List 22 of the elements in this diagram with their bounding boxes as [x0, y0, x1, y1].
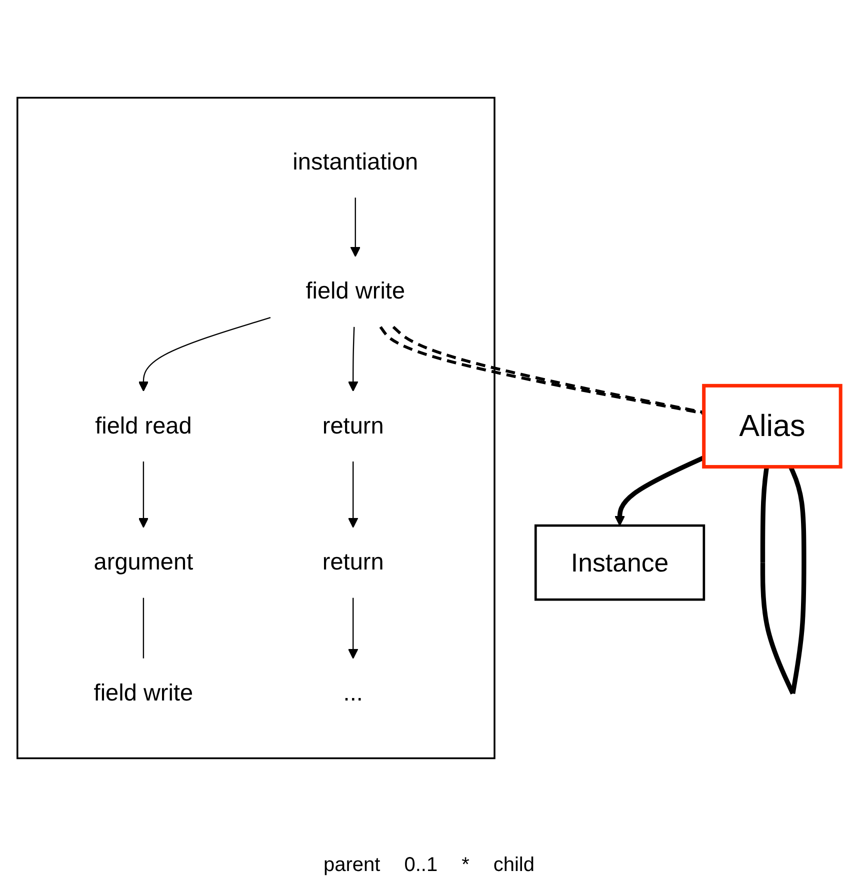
- node-text: ...: [343, 680, 363, 707]
- arrow: [348, 326, 358, 392]
- multiplicity-label: child: [493, 854, 534, 877]
- multiplicity-label: parent: [323, 854, 380, 877]
- node-text: field write: [306, 278, 406, 305]
- node-box: Alias: [702, 384, 842, 469]
- node-text: return: [322, 413, 384, 440]
- arrow: [348, 462, 358, 528]
- arrow: [138, 462, 149, 528]
- arrow: [348, 598, 358, 659]
- node-text: field read: [95, 413, 192, 440]
- node-text: return: [322, 550, 384, 576]
- multiplicity-label: 0..1: [404, 854, 438, 877]
- cluster: [16, 96, 496, 760]
- connector: [142, 598, 144, 658]
- arrow: [138, 317, 271, 392]
- node-text: instantiation: [292, 149, 418, 176]
- multiplicity-label: *: [462, 854, 470, 877]
- node-text: argument: [94, 550, 194, 576]
- node-text: field write: [94, 680, 194, 707]
- node-box: Instance: [534, 524, 706, 601]
- arrow: [350, 198, 361, 257]
